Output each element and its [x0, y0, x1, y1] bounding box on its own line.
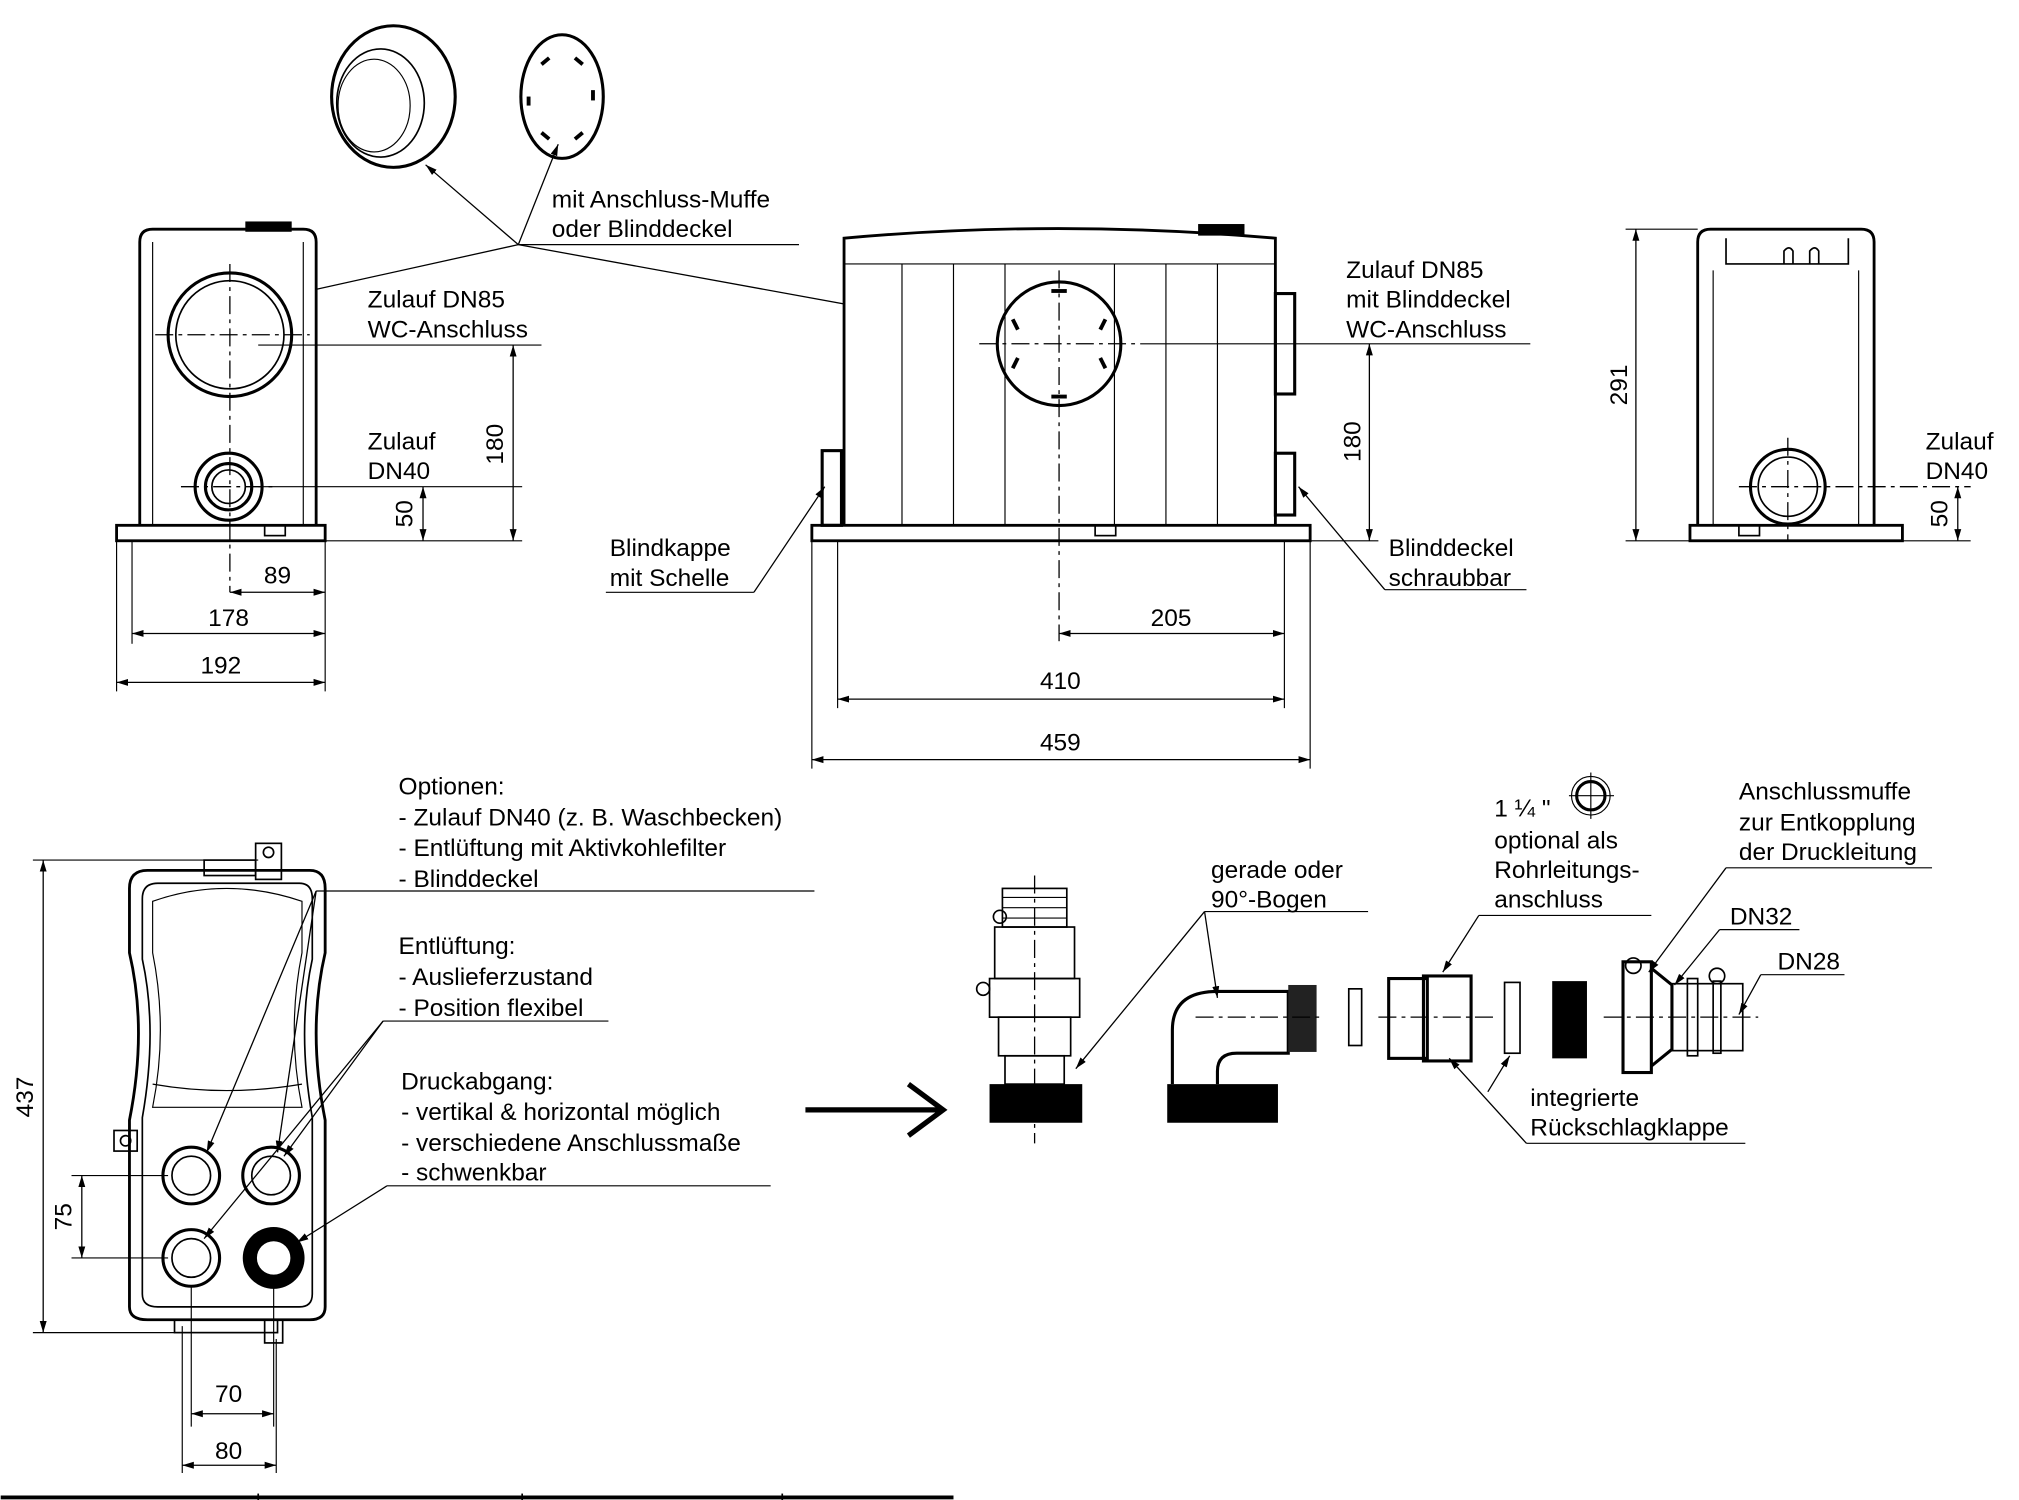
side-view-left [115, 221, 327, 593]
front-dim-180: 180 [1339, 421, 1366, 462]
elbow-part [1167, 984, 1321, 1123]
plan-dim-437: 437 [12, 1077, 39, 1118]
thread-symbol-icon [1568, 772, 1615, 819]
right-inlet40-line1: Zulauf [1926, 428, 1994, 455]
druckabgang-line1: Druckabgang: [401, 1068, 553, 1095]
connection-sleeve-drawing [330, 24, 457, 169]
druckabgang-line4: - schwenkbar [401, 1160, 546, 1187]
anschlussmuffe-line2: zur Entkopplung [1739, 809, 1916, 836]
left-dim-50: 50 [392, 500, 419, 527]
left-dim-192: 192 [200, 652, 241, 679]
dn32-label: DN32 [1730, 903, 1793, 930]
blindkappe-line2: mit Schelle [610, 565, 730, 592]
right-dim-50: 50 [1926, 500, 1953, 527]
blinddeckel-line1: Blinddeckel [1389, 535, 1514, 562]
optional-line1: optional als [1494, 827, 1618, 854]
vertical-outlet-part [975, 875, 1083, 1144]
left-dim-180: 180 [482, 424, 509, 465]
optional-line3: anschluss [1494, 887, 1603, 914]
anschlussmuffe-line1: Anschlussmuffe [1739, 779, 1911, 806]
blindkappe-line1: Blindkappe [610, 535, 731, 562]
entlueftung-line1: Entlüftung: [399, 933, 516, 960]
front-dim-459: 459 [1040, 730, 1081, 757]
entlueftung-line2: - Auslieferzustand [399, 964, 593, 991]
plan-view [113, 842, 327, 1344]
dn28-label: DN28 [1778, 949, 1841, 976]
muffe-label-line2: oder Blinddeckel [552, 216, 733, 243]
blinddeckel-line2: schraubbar [1389, 565, 1511, 592]
druckabgang-line3: - verschiedene Anschlussmaße [401, 1130, 741, 1157]
arrow-right-icon [805, 1082, 948, 1138]
left-dim-89: 89 [264, 562, 291, 589]
left-inlet40-line1: Zulauf [368, 428, 436, 455]
left-dim-178: 178 [208, 605, 249, 632]
plan-dim-80: 80 [215, 1438, 242, 1465]
optionen-line4: - Blinddeckel [399, 866, 539, 893]
thread-size: 1 ¼ " [1494, 795, 1550, 822]
druckabgang-line2: - vertikal & horizontal möglich [401, 1099, 720, 1126]
anschlussmuffe-line3: der Druckleitung [1739, 839, 1917, 866]
bogen-line1: gerade oder [1211, 857, 1343, 884]
right-inlet40-line2: DN40 [1926, 458, 1989, 485]
optional-line2: Rohrleitungs- [1494, 857, 1639, 884]
left-inlet-line1: Zulauf DN85 [368, 287, 505, 314]
front-inlet-line2: mit Blinddeckel [1346, 287, 1510, 314]
bogen-line2: 90°-Bogen [1211, 887, 1327, 914]
entlueftung-line3: - Position flexibel [399, 995, 584, 1022]
klappe-line1: integrierte [1530, 1085, 1639, 1112]
left-inlet40-line2: DN40 [368, 458, 431, 485]
title-block-border [0, 1493, 954, 1500]
front-dim-205: 205 [1151, 605, 1192, 632]
blind-cover-drawing [519, 33, 605, 160]
left-inlet-line2: WC-Anschluss [368, 316, 528, 343]
plan-dim-70: 70 [215, 1381, 242, 1408]
optionen-line2: - Zulauf DN40 (z. B. Waschbecken) [399, 804, 783, 831]
muffe-label-line1: mit Anschluss-Muffe [552, 186, 770, 213]
front-view [810, 224, 1312, 642]
optionen-line3: - Entlüftung mit Aktivkohlefilter [399, 835, 727, 862]
sleeve-part [1603, 957, 1759, 1075]
right-dim-291: 291 [1606, 365, 1633, 406]
front-inlet-line1: Zulauf DN85 [1346, 257, 1483, 284]
plan-dim-75: 75 [51, 1203, 78, 1230]
optionen-line1: Optionen: [399, 773, 505, 800]
check-valve-parts [1347, 974, 1587, 1063]
side-view-right [1688, 227, 1971, 543]
front-inlet-line3: WC-Anschluss [1346, 316, 1506, 343]
port-circles [161, 1145, 305, 1289]
klappe-line2: Rückschlagklappe [1530, 1115, 1728, 1142]
front-dim-410: 410 [1040, 668, 1081, 695]
